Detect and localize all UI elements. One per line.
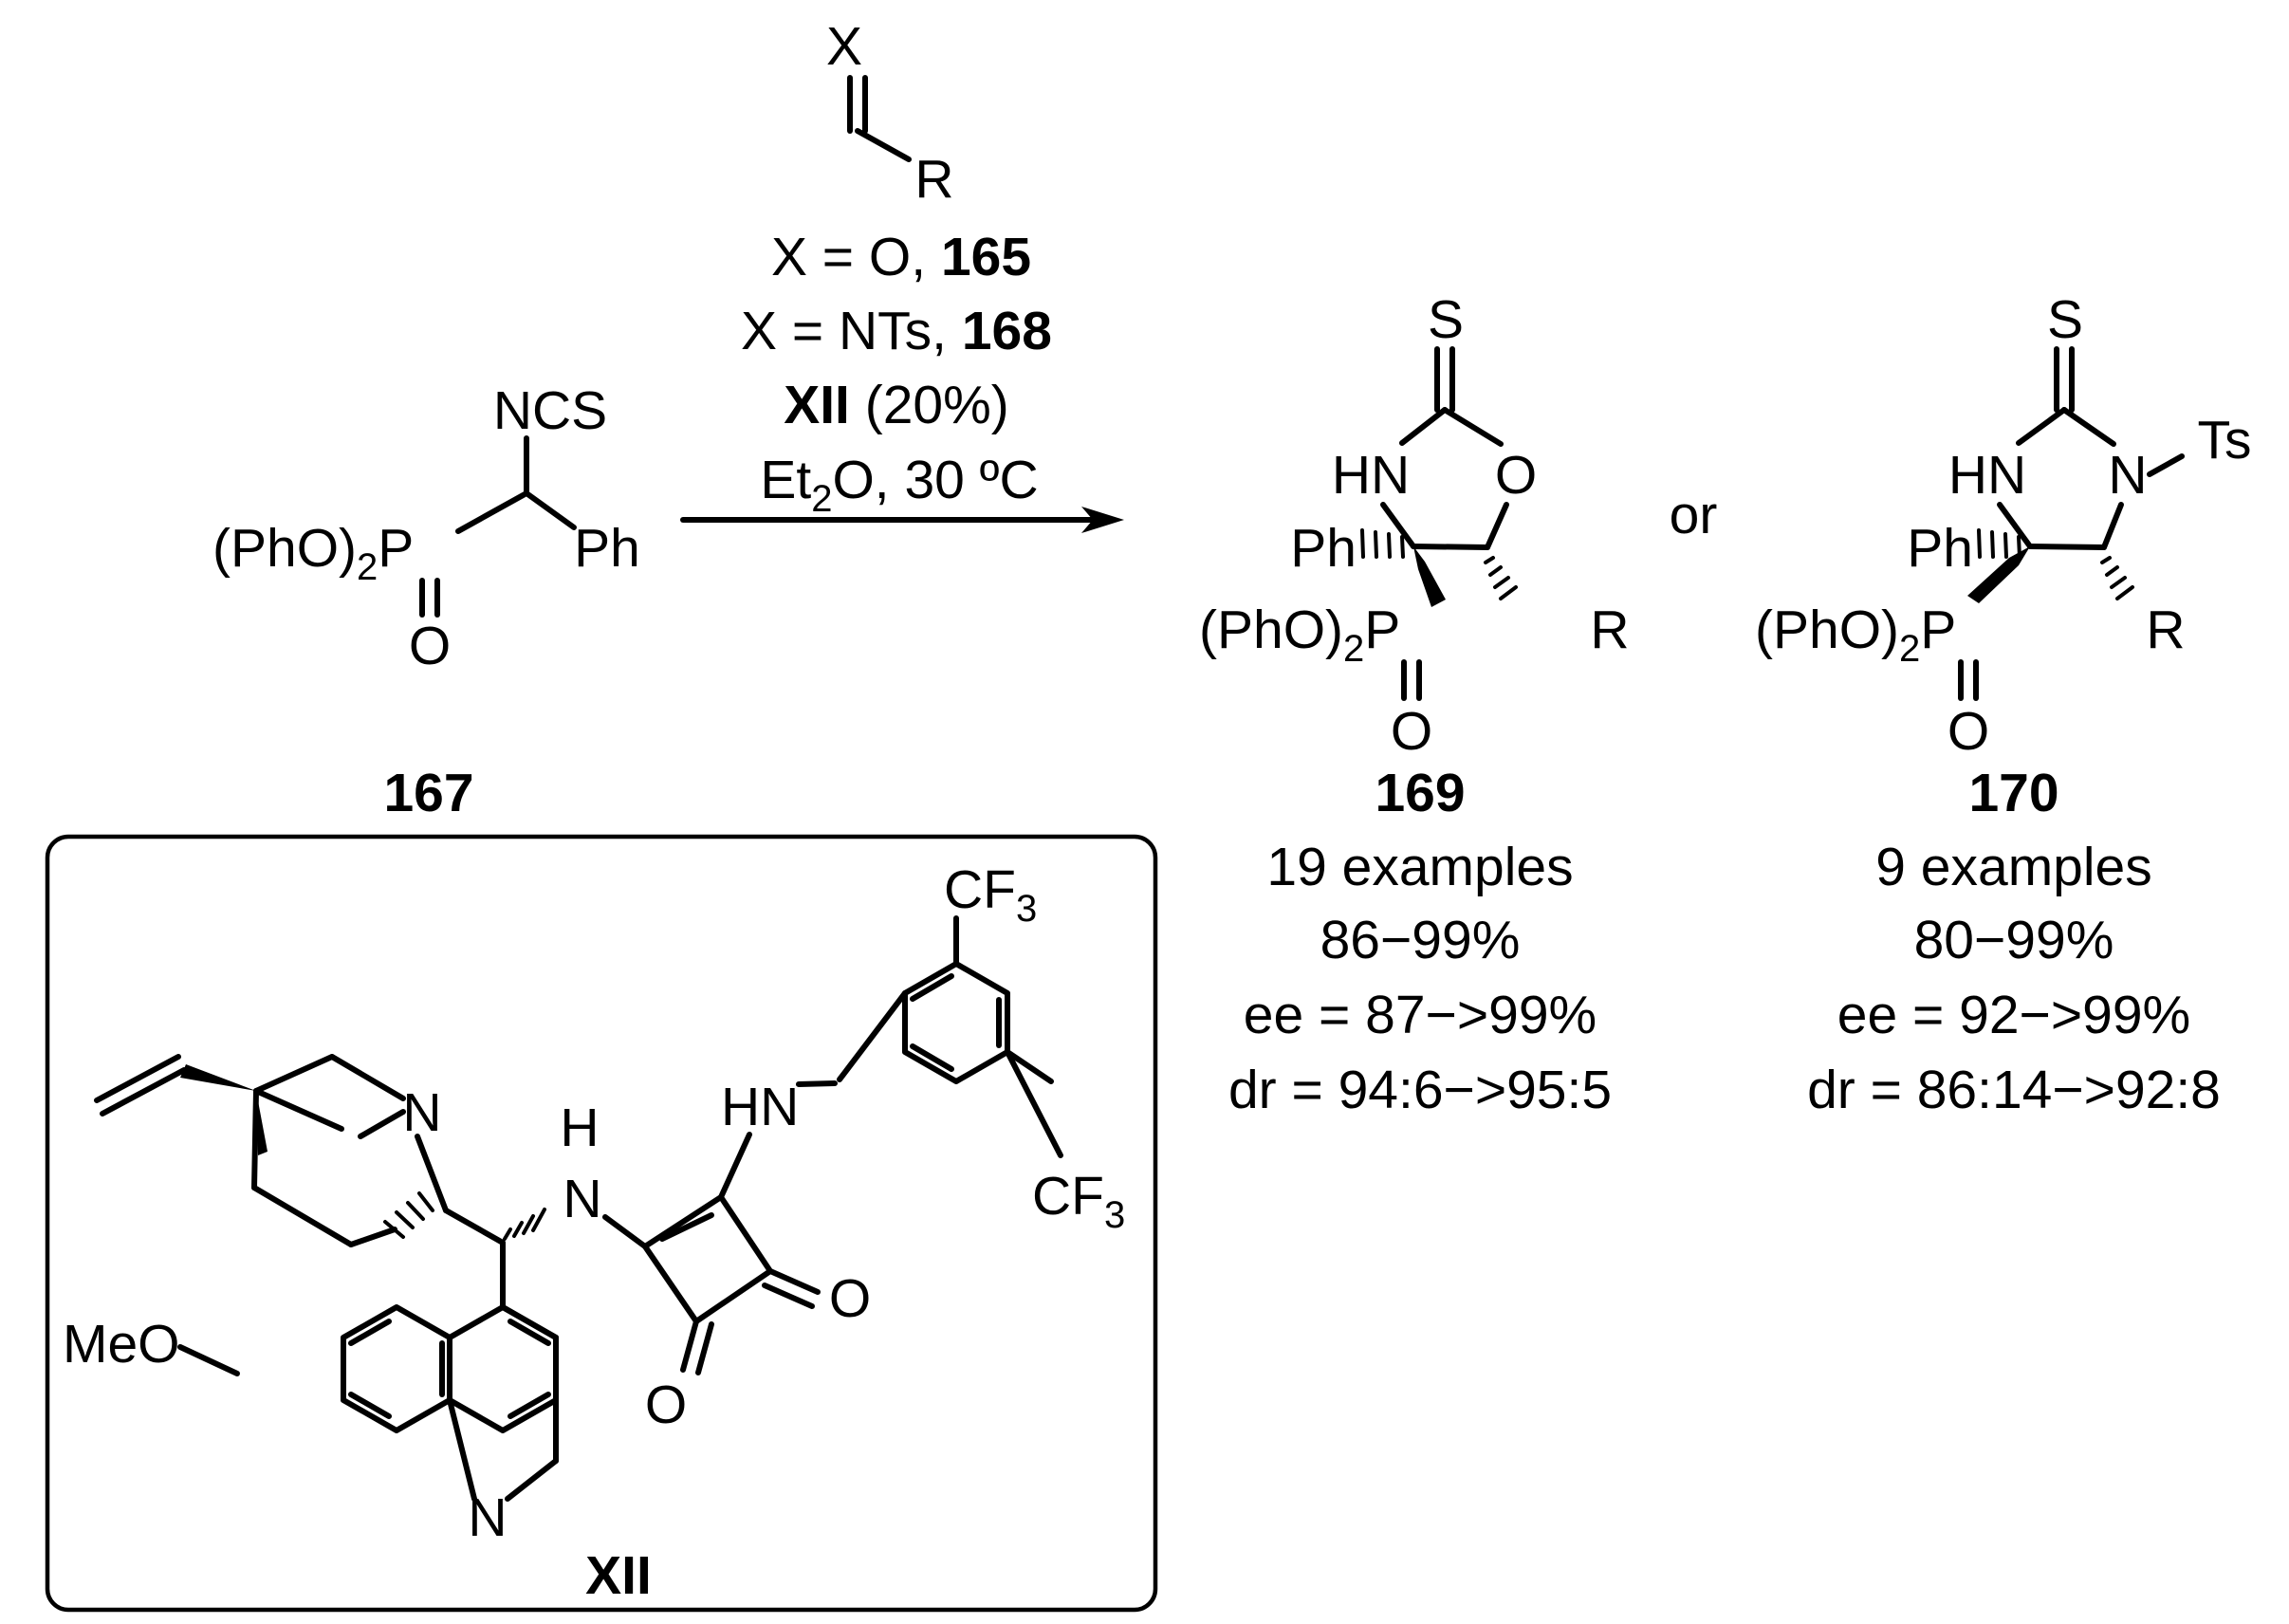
phenyl-group: Ph <box>1290 518 1357 579</box>
yield-169: 86−99% <box>1320 910 1521 970</box>
aryl-ring <box>902 961 1010 1084</box>
ring-nh: HN <box>1332 445 1410 506</box>
examples-170: 9 examples <box>1875 837 2152 897</box>
phosphonate-group: (PhO)2P <box>1755 600 1956 670</box>
catalyst-label-xii: XII <box>585 1545 652 1606</box>
condition-solvent-temp: Et2O, 30 ºC <box>760 450 1038 520</box>
methoxy-group: MeO <box>63 1314 180 1375</box>
ring-oxygen: O <box>1495 445 1537 506</box>
phosphoryl-oxygen: O <box>409 616 451 676</box>
examples-169: 19 examples <box>1266 837 1573 897</box>
reagent-r-group: R <box>914 149 953 210</box>
reagent-structure: X R <box>826 16 954 210</box>
amide-n: N <box>563 1169 601 1229</box>
compound-170: S HN N Ts Ph R (PhO)2P O 170 <box>1755 289 2252 1120</box>
aryl-nh: HN <box>721 1077 799 1137</box>
catalyst-xii-box: CF3 CF3 HN O O H N <box>45 834 1158 1613</box>
amide-h: H <box>560 1098 599 1158</box>
ring-nh: HN <box>1948 445 2026 506</box>
reagent-bond-r <box>855 128 912 162</box>
or-label: or <box>1670 485 1718 545</box>
carbonyl-o-2: O <box>645 1375 687 1435</box>
reaction-arrow <box>680 507 1124 533</box>
cf3-top: CF3 <box>944 859 1037 930</box>
ring-n-ts: N <box>2108 445 2147 506</box>
dr-169: dr = 94:6−>95:5 <box>1228 1060 1612 1120</box>
phosphoryl-oxygen: O <box>1947 701 1989 762</box>
compound-label-170: 170 <box>1968 763 2058 823</box>
compound-167: NCS Ph (PhO)2P O 167 <box>212 380 640 823</box>
ee-169: ee = 87−>99% <box>1244 985 1597 1045</box>
phosphonate-group: (PhO)2P <box>1199 600 1400 670</box>
reagent-x-atom: X <box>826 16 862 77</box>
compound-169: S HN O Ph R (PhO)2P O 169 1 <box>1199 289 1630 1120</box>
phenyl-group: Ph <box>1907 518 1973 579</box>
quinuclidine-n: N <box>402 1082 441 1143</box>
condition-line-168: X = NTs, 168 <box>741 301 1052 361</box>
carbonyl-o-1: O <box>829 1268 871 1329</box>
catalyst-frame <box>45 834 1158 1613</box>
phosphonate-group: (PhO)2P <box>212 518 414 588</box>
thione-sulfur: S <box>1428 289 1464 350</box>
r-group: R <box>1590 600 1629 660</box>
phenyl-group: Ph <box>574 518 640 579</box>
tosyl-group: Ts <box>2198 410 2252 471</box>
r-group: R <box>2146 600 2185 660</box>
dr-170: dr = 86:14−>92:8 <box>1807 1060 2221 1120</box>
condition-catalyst: XII (20%) <box>784 375 1009 435</box>
phosphoryl-oxygen: O <box>1391 701 1432 762</box>
quinoline-ring-b <box>341 1304 452 1433</box>
cf3-bottom: CF3 <box>1032 1166 1125 1236</box>
reaction-conditions: X = O, 165 X = NTs, 168 XII (20%) Et2O, … <box>741 227 1052 520</box>
ncs-group: NCS <box>493 380 607 441</box>
thione-sulfur: S <box>2047 289 2083 350</box>
ee-170: ee = 92−>99% <box>1837 985 2190 1045</box>
compound-label-169: 169 <box>1375 763 1465 823</box>
yield-170: 80−99% <box>1914 910 2114 970</box>
condition-line-165: X = O, 165 <box>771 227 1031 287</box>
compound-label-167: 167 <box>383 763 473 823</box>
